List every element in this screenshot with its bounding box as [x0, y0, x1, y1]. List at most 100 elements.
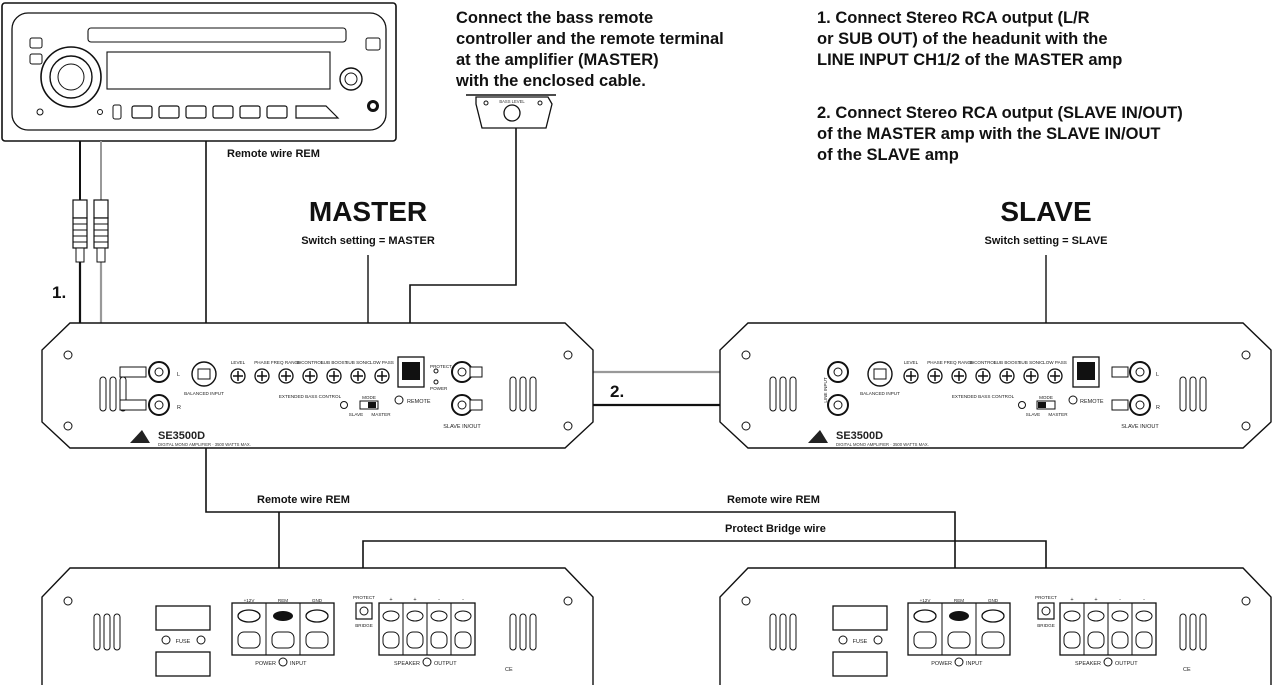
svg-text:SLAVE: SLAVE: [1026, 412, 1040, 417]
svg-text:of the SLAVE amp: of the SLAVE amp: [817, 146, 959, 164]
master-switch-setting: Switch setting = MASTER: [301, 235, 435, 247]
svg-text:INPUT: INPUT: [966, 661, 983, 667]
svg-text:EXTENDED BASS CONTROL: EXTENDED BASS CONTROL: [952, 394, 1015, 399]
svg-text:DIGITAL MONO AMPLIFIER · 3500: DIGITAL MONO AMPLIFIER · 3500 WATTS MAX.: [836, 442, 929, 447]
slave-amplifier: LINE INPUT BALANCED INPUT LEVEL PHASE: [719, 322, 1272, 449]
svg-text:MODE: MODE: [1039, 395, 1053, 400]
slave-fuse-block: FUSE: [832, 605, 888, 677]
svg-text:DIGITAL MONO AMPLIFIER · 3500: DIGITAL MONO AMPLIFIER · 3500 WATTS MAX.: [158, 442, 251, 447]
svg-text:R: R: [177, 405, 181, 411]
svg-text:+12V: +12V: [920, 598, 932, 603]
svg-text:SLAVE: SLAVE: [349, 412, 363, 417]
svg-text:REM: REM: [954, 598, 964, 603]
svg-text:+: +: [413, 597, 416, 603]
svg-text:or SUB OUT) of the headunit wi: or SUB OUT) of the headunit with the: [817, 30, 1108, 48]
svg-text:LINE INPUT: LINE INPUT: [823, 377, 828, 402]
svg-text:REMOTE: REMOTE: [407, 399, 431, 405]
svg-text:+: +: [389, 597, 392, 603]
ce-mark: CE: [1183, 667, 1191, 673]
svg-text:L: L: [177, 372, 180, 378]
master-fuse-block: FUSE: [155, 605, 211, 677]
svg-text:LEVEL: LEVEL: [904, 360, 919, 365]
svg-text:+: +: [1070, 597, 1073, 603]
slave-balanced-input: BALANCED INPUT: [860, 361, 900, 396]
svg-text:R: R: [1156, 405, 1160, 411]
svg-text:L: L: [1156, 372, 1159, 378]
master-speaker-terminals: + + - - SPEAKER OUTPUT: [378, 597, 476, 667]
svg-text:MASTER: MASTER: [1048, 412, 1068, 417]
head-unit: [1, 2, 397, 142]
svg-text:LINE INPUT CH1/2 of the MASTER: LINE INPUT CH1/2 of the MASTER amp: [817, 51, 1122, 69]
master-title: MASTER: [309, 196, 427, 227]
step2-marker: 2.: [610, 382, 624, 401]
master-mode-switch: MODE SLAVE MASTER: [340, 395, 391, 417]
right-knob: [339, 67, 363, 91]
master-bridge-port: PROTECT BRIDGE: [353, 595, 375, 628]
svg-text:MASTER: MASTER: [371, 412, 391, 417]
svg-text:SE3500D: SE3500D: [836, 430, 883, 442]
svg-text:SPEAKER: SPEAKER: [1075, 661, 1101, 667]
svg-text:PHASE: PHASE: [927, 360, 943, 365]
rca-plug-left: [72, 199, 88, 263]
master-power-panel: FUSE +12V REM GND POWER INPUT PROTECT BR…: [41, 567, 594, 685]
slave-speaker-terminals: + + - - SPEAKER OUTPUT: [1059, 597, 1157, 667]
svg-text:B-CONTROL: B-CONTROL: [969, 360, 996, 365]
svg-text:INPUT: INPUT: [290, 661, 307, 667]
master-amplifier: L R BALANCED INPUT LEVEL PHASE: [41, 322, 594, 449]
slave-power-panel: FUSE +12V REM GND POWER INPUT PROTECT BR…: [719, 567, 1272, 685]
svg-text:REMOTE: REMOTE: [1080, 399, 1104, 405]
svg-text:SUB SONIC: SUB SONIC: [1018, 360, 1044, 365]
slave-title: SLAVE: [1000, 196, 1091, 227]
rca-plug-right: [93, 199, 109, 263]
svg-text:SE3500D: SE3500D: [158, 430, 205, 442]
slave-slave-io: L R SLAVE IN/OUT: [1111, 361, 1160, 430]
svg-text:FUSE: FUSE: [853, 639, 868, 645]
preset-buttons: [131, 105, 340, 119]
volume-knob: [40, 46, 102, 108]
svg-text:LEVEL: LEVEL: [231, 360, 246, 365]
svg-text:BASS LEVEL: BASS LEVEL: [499, 99, 525, 104]
step1-instructions: 1. Connect Stereo RCA output (L/R or SUB…: [817, 9, 1122, 69]
master-brand-logo: SE3500D DIGITAL MONO AMPLIFIER · 3500 WA…: [130, 430, 251, 447]
master-balanced-input: BALANCED INPUT: [184, 361, 224, 396]
svg-text:-: -: [1119, 597, 1121, 603]
svg-text:EXTENDED BASS CONTROL: EXTENDED BASS CONTROL: [279, 394, 342, 399]
svg-text:REM: REM: [278, 598, 288, 603]
svg-text:SUB BOOST: SUB BOOST: [994, 360, 1021, 365]
svg-text:POWER: POWER: [931, 661, 952, 667]
svg-text:-: -: [462, 597, 464, 603]
remote-wire-label-right: Remote wire REM: [727, 494, 820, 506]
svg-text:BRIDGE: BRIDGE: [355, 623, 373, 628]
master-line-input: L R: [119, 361, 181, 416]
svg-text:GND: GND: [988, 598, 999, 603]
svg-text:BALANCED INPUT: BALANCED INPUT: [184, 391, 224, 396]
svg-text:SUB SONIC: SUB SONIC: [345, 360, 371, 365]
step2-instructions: 2. Connect Stereo RCA output (SLAVE IN/O…: [817, 104, 1183, 164]
master-power-terminals: +12V REM GND POWER INPUT: [231, 598, 335, 667]
slave-bridge-port: PROTECT BRIDGE: [1035, 595, 1057, 628]
svg-text:SLAVE IN/OUT: SLAVE IN/OUT: [1121, 424, 1159, 430]
svg-text:MODE: MODE: [362, 395, 376, 400]
bass-remote-controller: BASS LEVEL: [466, 94, 556, 129]
svg-text:SLAVE IN/OUT: SLAVE IN/OUT: [443, 424, 481, 430]
remote-wire-label-left: Remote wire REM: [257, 494, 350, 506]
svg-text:PROTECT: PROTECT: [430, 364, 452, 369]
heat-slots-right: [509, 376, 537, 412]
svg-text:FREQ RANGE: FREQ RANGE: [271, 360, 301, 365]
svg-text:FUSE: FUSE: [176, 639, 191, 645]
svg-text:with the enclosed cable.: with the enclosed cable.: [455, 72, 646, 90]
svg-text:OUTPUT: OUTPUT: [1115, 661, 1138, 667]
svg-text:LOW PASS: LOW PASS: [1043, 360, 1067, 365]
slave-remote-port: REMOTE: [1068, 356, 1104, 405]
remote-wire-label-top: Remote wire REM: [227, 148, 320, 160]
svg-text:FREQ RANGE: FREQ RANGE: [944, 360, 974, 365]
svg-text:PROTECT: PROTECT: [353, 595, 375, 600]
svg-text:POWER: POWER: [255, 661, 276, 667]
svg-text:GND: GND: [312, 598, 323, 603]
slave-power-terminals: +12V REM GND POWER INPUT: [907, 598, 1011, 667]
master-remote-port: REMOTE PROTECT POWER: [394, 356, 452, 405]
svg-text:OUTPUT: OUTPUT: [434, 661, 457, 667]
ce-mark: CE: [505, 667, 513, 673]
svg-text:BALANCED INPUT: BALANCED INPUT: [860, 391, 900, 396]
